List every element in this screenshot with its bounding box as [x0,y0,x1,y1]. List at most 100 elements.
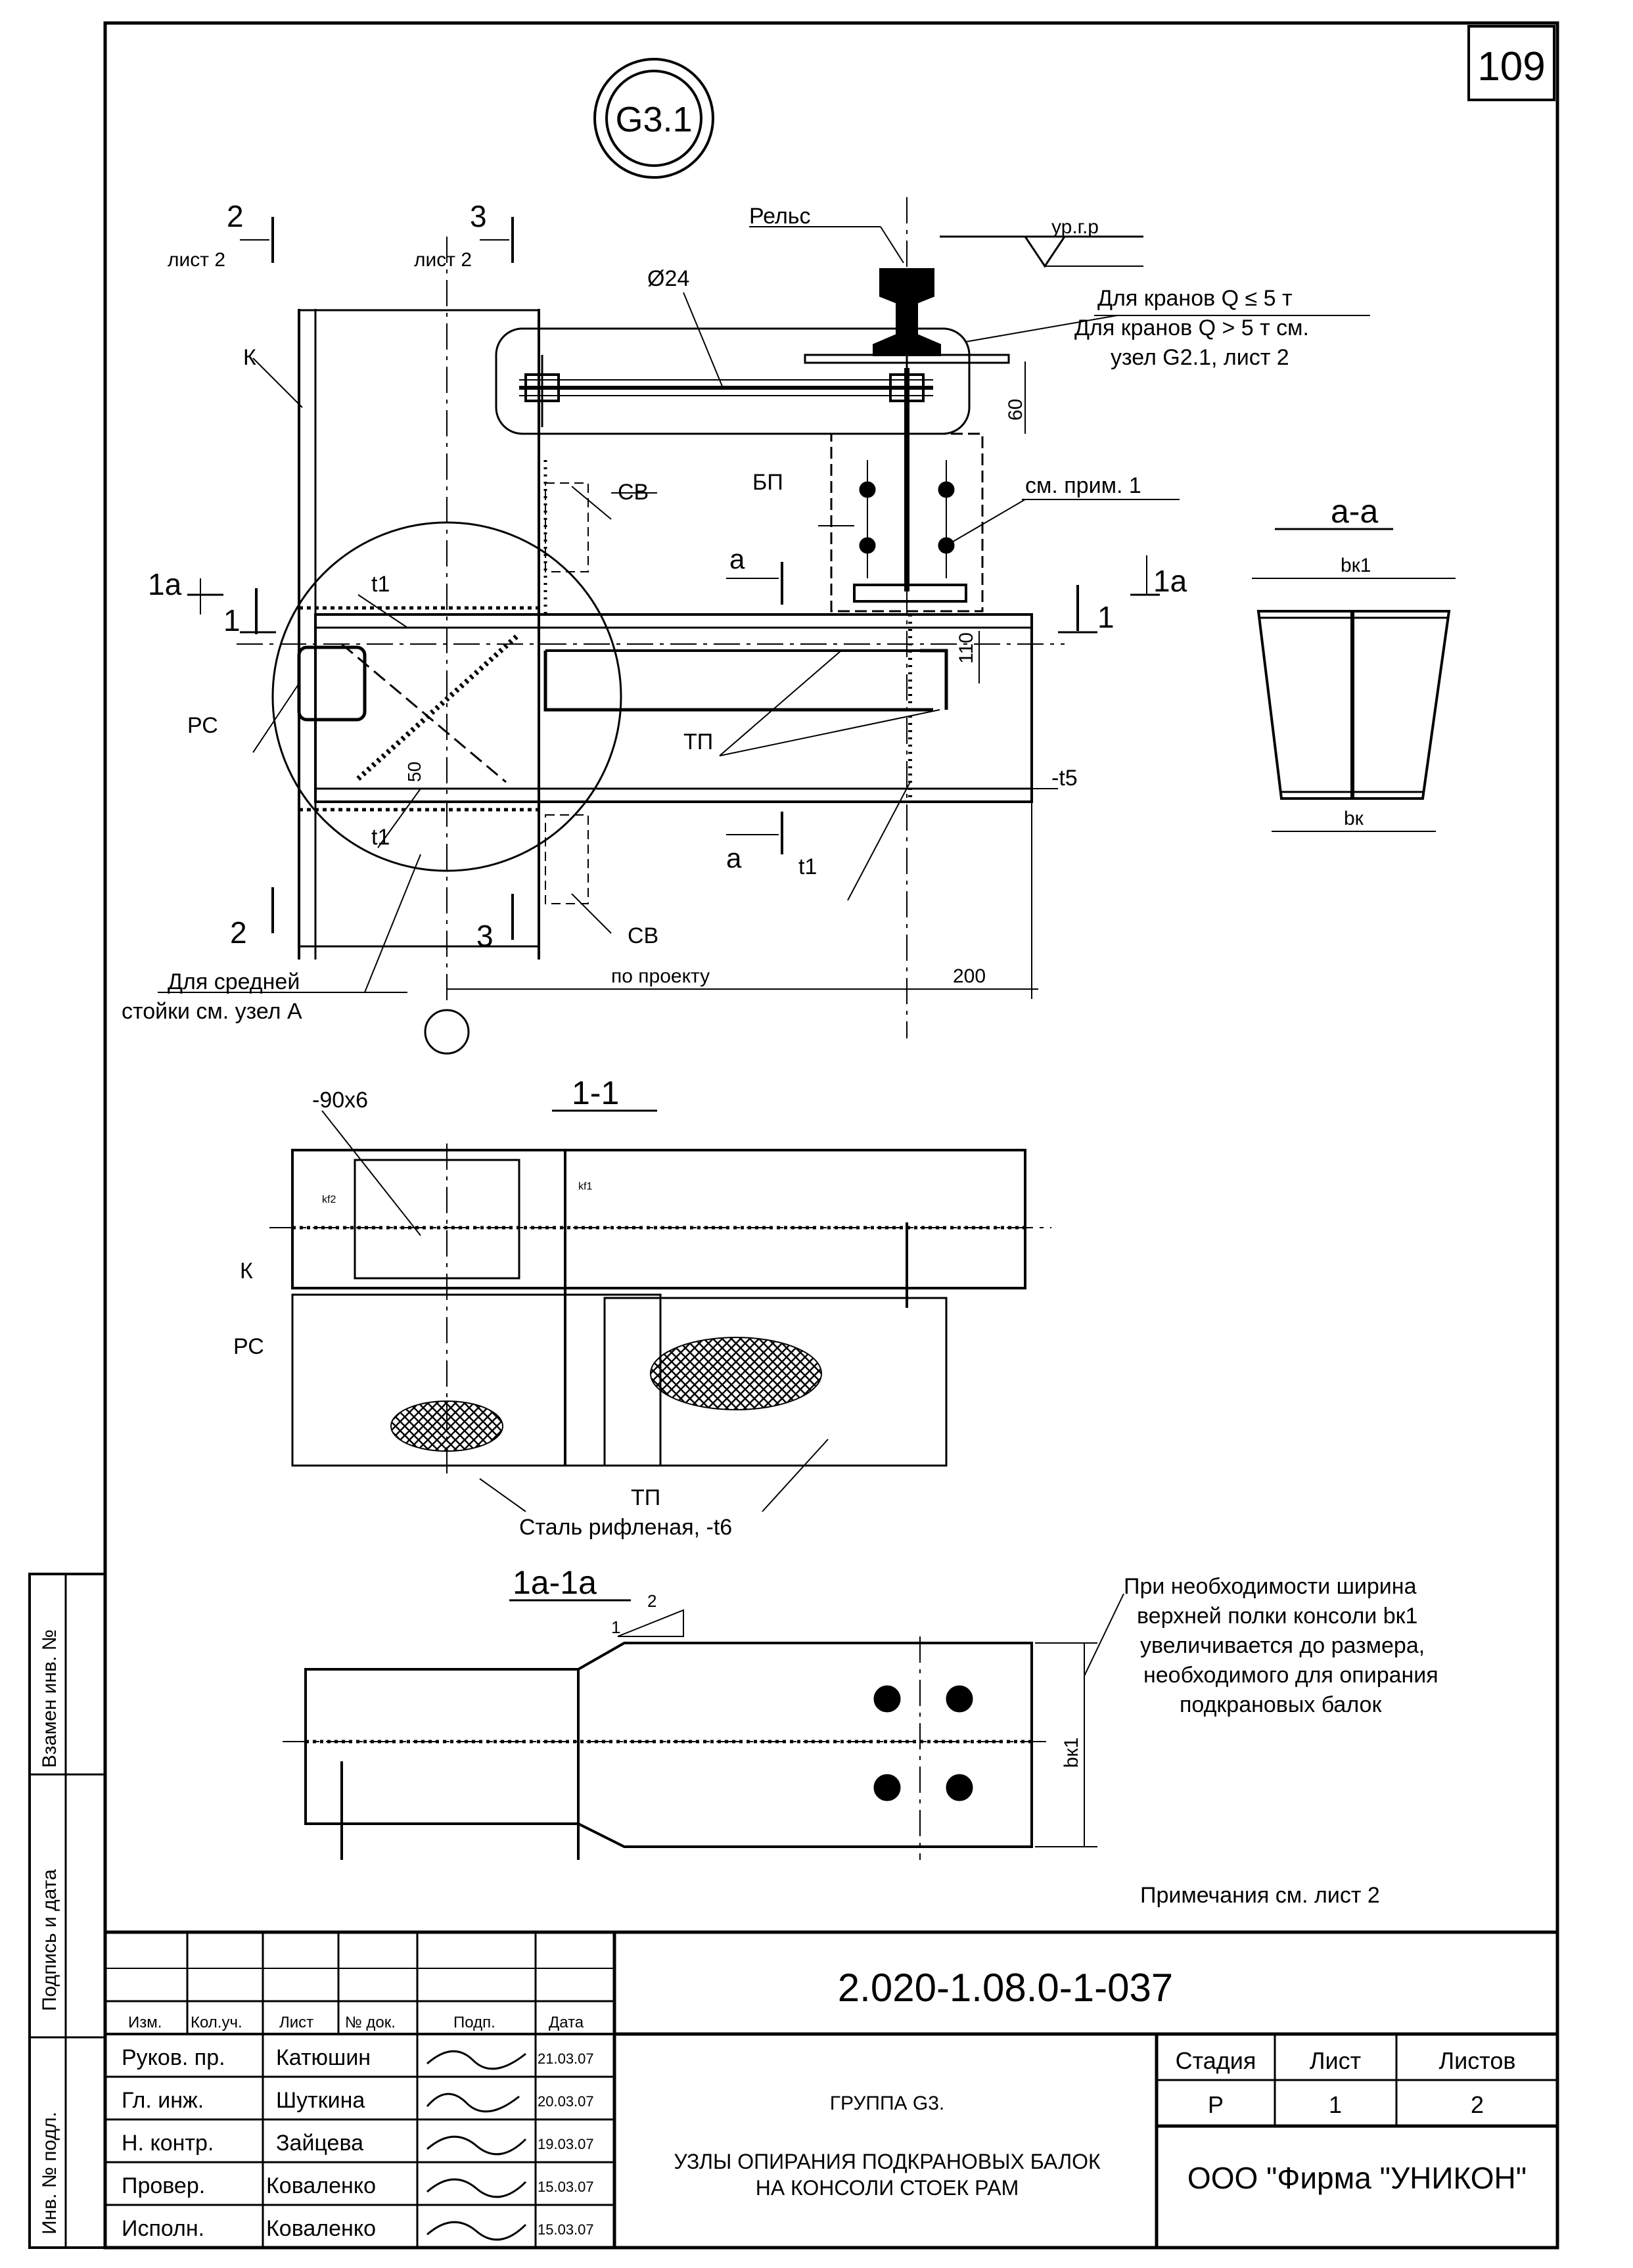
role-2: Н. контр. [122,2131,214,2156]
crane-note-2: Для кранов Q > 5 т см. [1074,315,1309,340]
sheet-frame: 109 [103,21,1559,2250]
width-note-2: верхней полки консоли bк1 [1137,1604,1417,1629]
signature-4 [426,2221,527,2241]
label-t1-top: t1 [371,572,390,597]
main-view-labels: Рельс ур.г.р Ø24 Для кранов Q ≤ 5 т Для … [122,199,1309,1024]
width-note-3: увеличивается до размера, [1140,1633,1425,1658]
label-sv-top: СВ [618,480,649,505]
sheet-value: 1 [1329,2091,1342,2118]
hdr-podp: Подп. [453,2014,495,2031]
date-0: 21.03.07 [538,2050,594,2067]
name-4: Коваленко [266,2216,376,2241]
replace-inv-label: Взамен инв. № [39,1629,60,1768]
side-stamp-labels: Взамен инв. № Подпись и дата Инв. № подл… [39,1629,60,2234]
section-2-sheet: лист 2 [168,249,225,271]
label-k: К [243,345,256,370]
section-1a1a-title: 1а-1а [513,1564,597,1601]
section-aa-bk1: bк1 [1341,555,1371,576]
section-a-bottom: а [726,843,742,873]
label-tp: ТП [683,729,713,754]
date-1: 20.03.07 [538,2093,594,2110]
main-view [158,197,1370,1055]
hdr-ndoc: № док. [345,2014,396,2031]
section-1a-left: 1а [148,567,182,601]
inv-orig-label: Инв. № подл. [39,2112,60,2234]
title-block-text: Изм. Кол.уч. Лист № док. Подп. Дата Руко… [122,1966,1527,2241]
section-3-top: 3 [470,199,487,233]
stage-label: Стадия [1176,2047,1256,2074]
dim-110: 110 [955,632,977,664]
section-11-labels: 1-1 -90х6 К РС ТП Сталь рифленая, -t6 kf… [233,1075,732,1540]
section-3-bottom: 3 [476,919,494,953]
role-4: Исполн. [122,2216,204,2241]
width-note-5: подкрановых балок [1180,1692,1382,1717]
stage-value: Р [1208,2091,1224,2118]
middle-post-note-2: стойки см. узел А [122,999,302,1024]
section-2-bottom: 2 [230,915,247,950]
node-mark: G3.1 [593,58,714,179]
crane-note-1: Для кранов Q ≤ 5 т [1097,286,1293,311]
name-2: Зайцева [276,2131,363,2156]
date-4: 15.03.07 [538,2221,594,2238]
signature-3 [426,2178,527,2198]
middle-post-note-1: Для средней [168,969,300,994]
crane-note-3: узел G2.1, лист 2 [1111,345,1289,370]
section-11-k: К [240,1259,253,1284]
hdr-koluch: Кол.уч. [191,2014,242,2031]
rail-label: Рельс [749,204,811,229]
role-3: Провер. [122,2173,205,2198]
label-t1-bottom: t1 [798,854,817,879]
label-see-note: см. прим. 1 [1025,473,1141,498]
section-11-weld-k1: kf1 [578,1181,592,1192]
hdr-list: Лист [279,2014,313,2031]
role-0: Руков. пр. [122,2045,225,2070]
signature-1 [426,2093,520,2113]
section-a-top: а [729,544,745,574]
hdr-date: Дата [549,2014,584,2031]
title-line-1: УЗЛЫ ОПИРАНИЯ ПОДКРАНОВЫХ БАЛОК [674,2150,1101,2173]
bolt-diameter: Ø24 [647,266,689,291]
width-note-1: При необходимости ширина [1124,1574,1417,1599]
section-11-rs: РС [233,1334,264,1359]
dim-200: 200 [953,965,986,987]
document-code: 2.020-1.08.0-1-037 [838,1966,1173,2010]
section-aa-title: а-а [1331,493,1378,530]
sheet-label: Лист [1310,2047,1361,2074]
side-stamp [28,1573,106,2249]
section-3-sheet: лист 2 [414,249,472,271]
sign-date-label: Подпись и дата [39,1869,60,2011]
title-block [103,1930,1559,2250]
label-t5: -t5 [1051,766,1078,791]
date-3: 15.03.07 [538,2179,594,2195]
name-0: Катюшин [276,2045,371,2070]
name-1: Шуткина [276,2088,365,2113]
section-aa [1252,528,1456,832]
signature-0 [426,2050,526,2070]
section-1a1a [283,1593,1124,1860]
section-11-plate: -90х6 [312,1088,368,1113]
label-sv-bottom: СВ [628,923,658,948]
dim-60: 60 [1005,399,1026,421]
notes-reference: Примечания см. лист 2 [1140,1883,1380,1908]
sheets-label: Листов [1439,2047,1516,2074]
company-name: ООО "Фирма "УНИКОН" [1187,2161,1527,2195]
label-t1-mid: t1 [371,825,390,850]
sheets-value: 2 [1471,2091,1484,2118]
section-11 [269,1109,1051,1512]
section-1a1a-bk1: bк1 [1061,1738,1082,1769]
label-rs: РС [187,713,218,738]
signature-2 [426,2135,527,2156]
name-3: Коваленко [266,2173,376,2198]
group-label: ГРУППА G3. [830,2093,944,2114]
section-aa-bk: bк [1344,808,1364,829]
rail-level: ур.г.р [1051,216,1099,238]
section-11-title: 1-1 [572,1075,619,1111]
node-mark-label: G3.1 [615,100,692,139]
section-2-top: 2 [227,199,244,233]
width-note-4: необходимого для опирания [1143,1663,1438,1688]
dim-50: 50 [404,762,425,782]
section-1-right: 1 [1097,600,1115,634]
section-1a1a-slope-2: 2 [647,1591,656,1611]
hdr-izm: Изм. [128,2014,162,2031]
